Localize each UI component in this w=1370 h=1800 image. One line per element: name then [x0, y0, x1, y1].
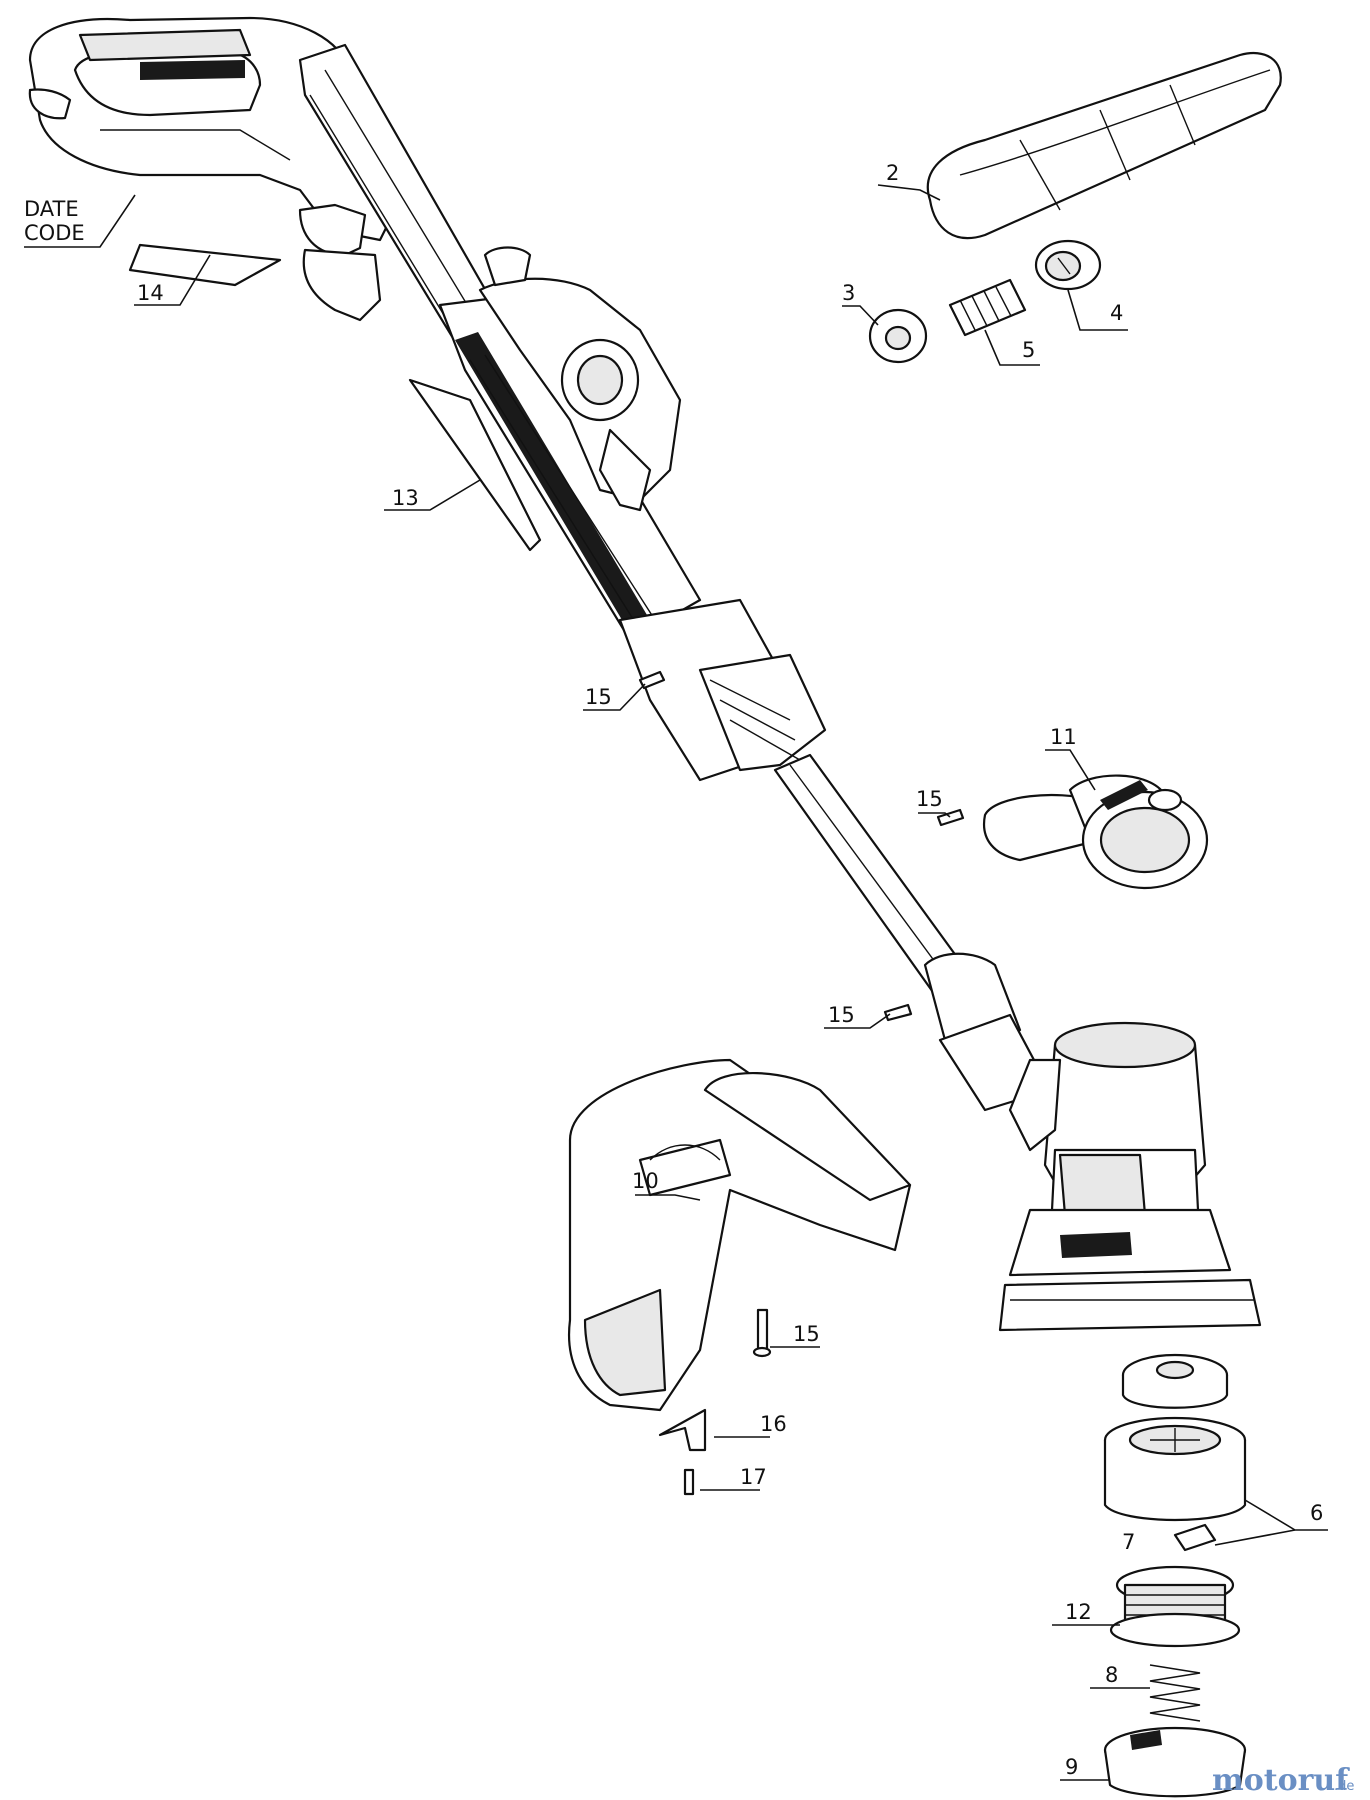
screw-15-b: [936, 808, 965, 827]
part-4-knob: [1034, 239, 1102, 291]
callout-11: 11: [1050, 725, 1077, 749]
callout-4: 4: [1110, 301, 1123, 325]
part-8-spring: [1149, 1664, 1201, 1722]
callout-5: 5: [1022, 338, 1035, 362]
callout-16: 16: [760, 1412, 787, 1436]
callout-14: 14: [137, 281, 164, 305]
watermark-logo: motoruf .de: [1212, 1763, 1354, 1798]
part-3-washer: [868, 308, 928, 364]
part-7-latch: [1173, 1523, 1217, 1552]
part-11-edge-guide-wheel: [982, 774, 1209, 890]
callout-7: 7: [1122, 1530, 1135, 1554]
part-12-spool: [1109, 1565, 1241, 1648]
part-17-pin: [683, 1468, 695, 1496]
part-5-spring: [948, 278, 1027, 337]
part-14-label: [128, 243, 282, 287]
callout-labels: DATE CODE 14 13 2 3 4 5 15 11 15 15 10 1…: [24, 161, 1323, 1779]
callout-8: 8: [1105, 1663, 1118, 1687]
spool-gear: [1121, 1353, 1229, 1409]
part-10-guard: [568, 1058, 912, 1412]
callout-date-code-line1: DATE: [24, 197, 79, 221]
callout-9: 9: [1065, 1755, 1078, 1779]
callout-3: 3: [842, 281, 855, 305]
part-9-cap: [1103, 1726, 1247, 1798]
callout-2: 2: [886, 161, 899, 185]
main-shaft-upper: [298, 43, 702, 662]
callout-6: 6: [1310, 1501, 1323, 1525]
screw-15-c: [883, 1003, 913, 1022]
watermark-suffix: .de: [1334, 1779, 1354, 1794]
callout-15-b: 15: [916, 787, 943, 811]
part-2-grip: [926, 51, 1282, 240]
callout-10: 10: [632, 1169, 659, 1193]
callout-15-c: 15: [828, 1003, 855, 1027]
watermark-brand: motoruf: [1212, 1763, 1350, 1798]
lower-shaft-coupler: [618, 598, 827, 782]
part-6-spool-housing: [1103, 1416, 1247, 1522]
callout-13: 13: [392, 486, 419, 510]
callout-date-code-line2: CODE: [24, 221, 85, 245]
callout-17: 17: [740, 1465, 767, 1489]
motor-housing: [998, 1021, 1262, 1332]
callout-15-a: 15: [585, 685, 612, 709]
adjustment-collar: [478, 246, 682, 512]
part-13-label: [408, 378, 542, 552]
part-16-blade: [658, 1408, 707, 1452]
pin-15-d: [752, 1308, 772, 1358]
leader-lines: [24, 184, 1328, 1781]
callout-12: 12: [1065, 1600, 1092, 1624]
callout-15-d: 15: [793, 1322, 820, 1346]
